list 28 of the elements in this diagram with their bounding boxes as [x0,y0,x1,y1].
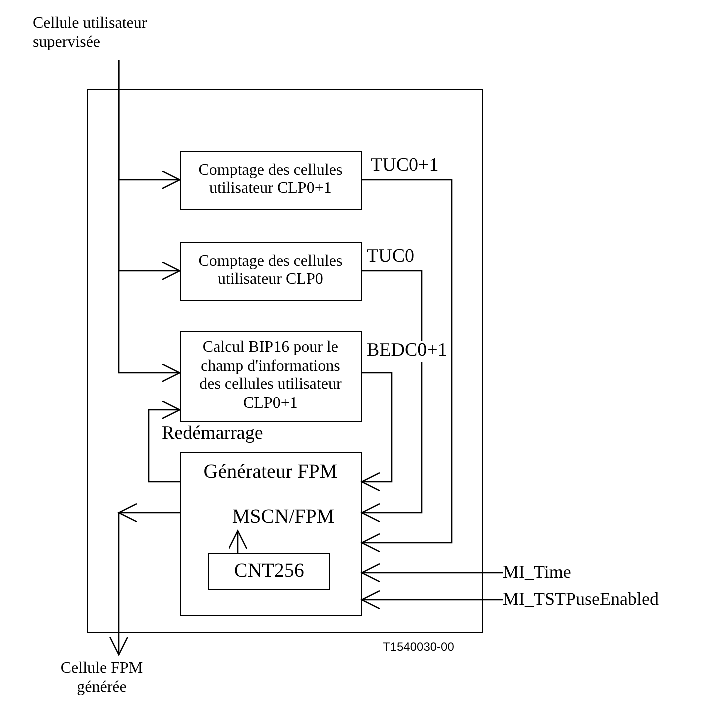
arrow [361,372,393,492]
box-label: Générateur FPM [204,460,338,484]
process-box [180,330,362,422]
process-box [180,150,362,210]
signal-label: Cellule utilisateur supervisée [33,6,193,60]
arrow [361,563,503,583]
frame-box [87,89,483,633]
box-label: CNT256 [234,560,304,584]
arrow [110,503,180,656]
arrow [148,400,181,483]
arrow [361,590,503,610]
edge-label: Redémarrage [162,424,264,445]
arrow [361,179,453,553]
generator-box [180,452,362,616]
arrow [361,270,423,523]
signal-label: MSCN/FPM [232,504,358,530]
arrow [228,530,248,554]
signal-label: MI_Time [503,561,583,585]
figure-number: T1540030-00 [383,640,454,654]
arrow [118,60,181,383]
signal-label: Cellule FPM générée [48,655,156,701]
box-label: Comptage des cellules utilisateur CLP0 [198,252,344,290]
process-box [208,553,330,590]
edge-label: BEDC0+1 [367,341,448,362]
signal-label: MI_TSTPuseEnabled [503,588,711,612]
box-label: Calcul BIP16 pour le champ d'informations des cellules utilisateur CLP0+1 [198,339,343,413]
box-label: Comptage des cellules utilisateur CLP0+1 [198,162,344,199]
process-box [180,242,362,301]
